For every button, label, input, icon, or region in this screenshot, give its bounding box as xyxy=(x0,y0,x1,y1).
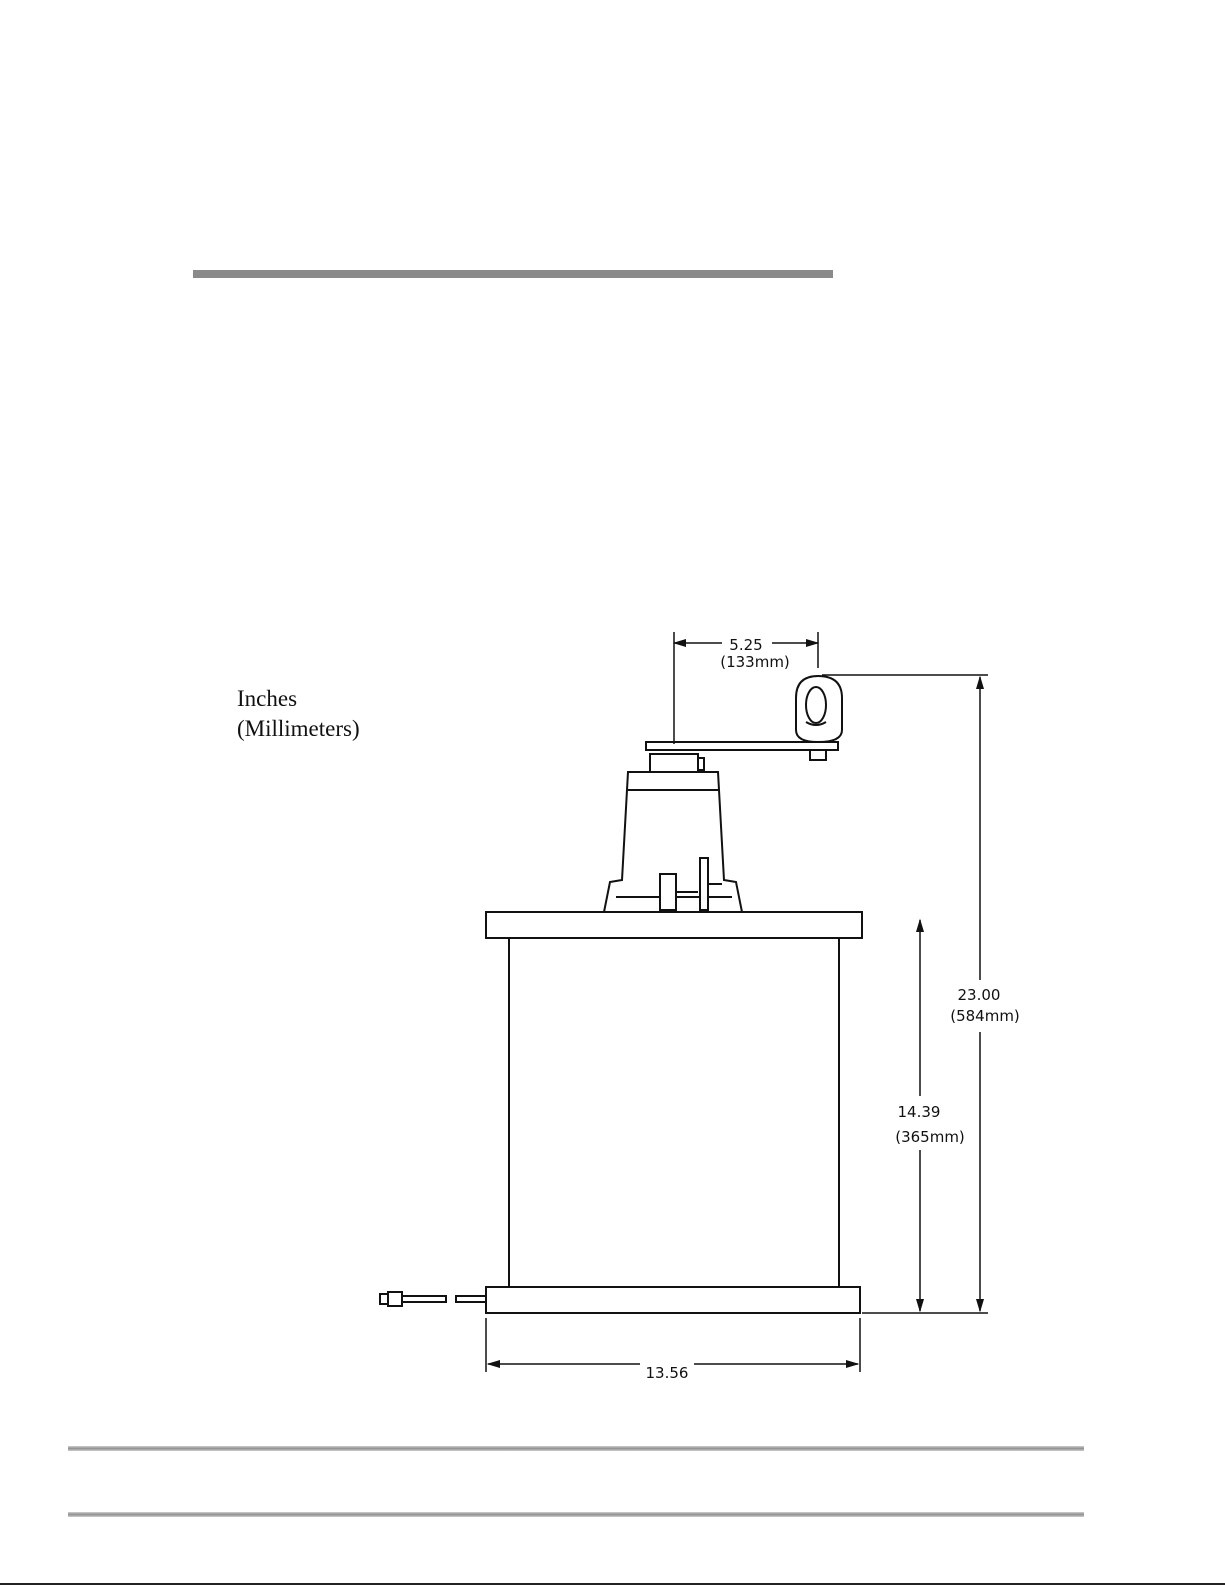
overall-height-label: 23.00 xyxy=(958,986,1001,1004)
overall-height-metric: (584mm) xyxy=(950,1007,1020,1025)
footer-rule-upper xyxy=(68,1446,1084,1451)
crank-arm xyxy=(646,676,842,760)
chamber-body xyxy=(486,912,862,1313)
chamber-height-metric: (365mm) xyxy=(895,1128,965,1146)
vent-fitting xyxy=(380,1292,486,1306)
arm-offset-metric: (133mm) xyxy=(720,653,790,671)
arm-offset-label: 5.25 xyxy=(729,636,762,654)
footer-rule-lower xyxy=(68,1512,1084,1517)
chamber-height-label: 14.39 xyxy=(898,1103,941,1121)
base-width-label: 13.56 xyxy=(646,1364,689,1382)
